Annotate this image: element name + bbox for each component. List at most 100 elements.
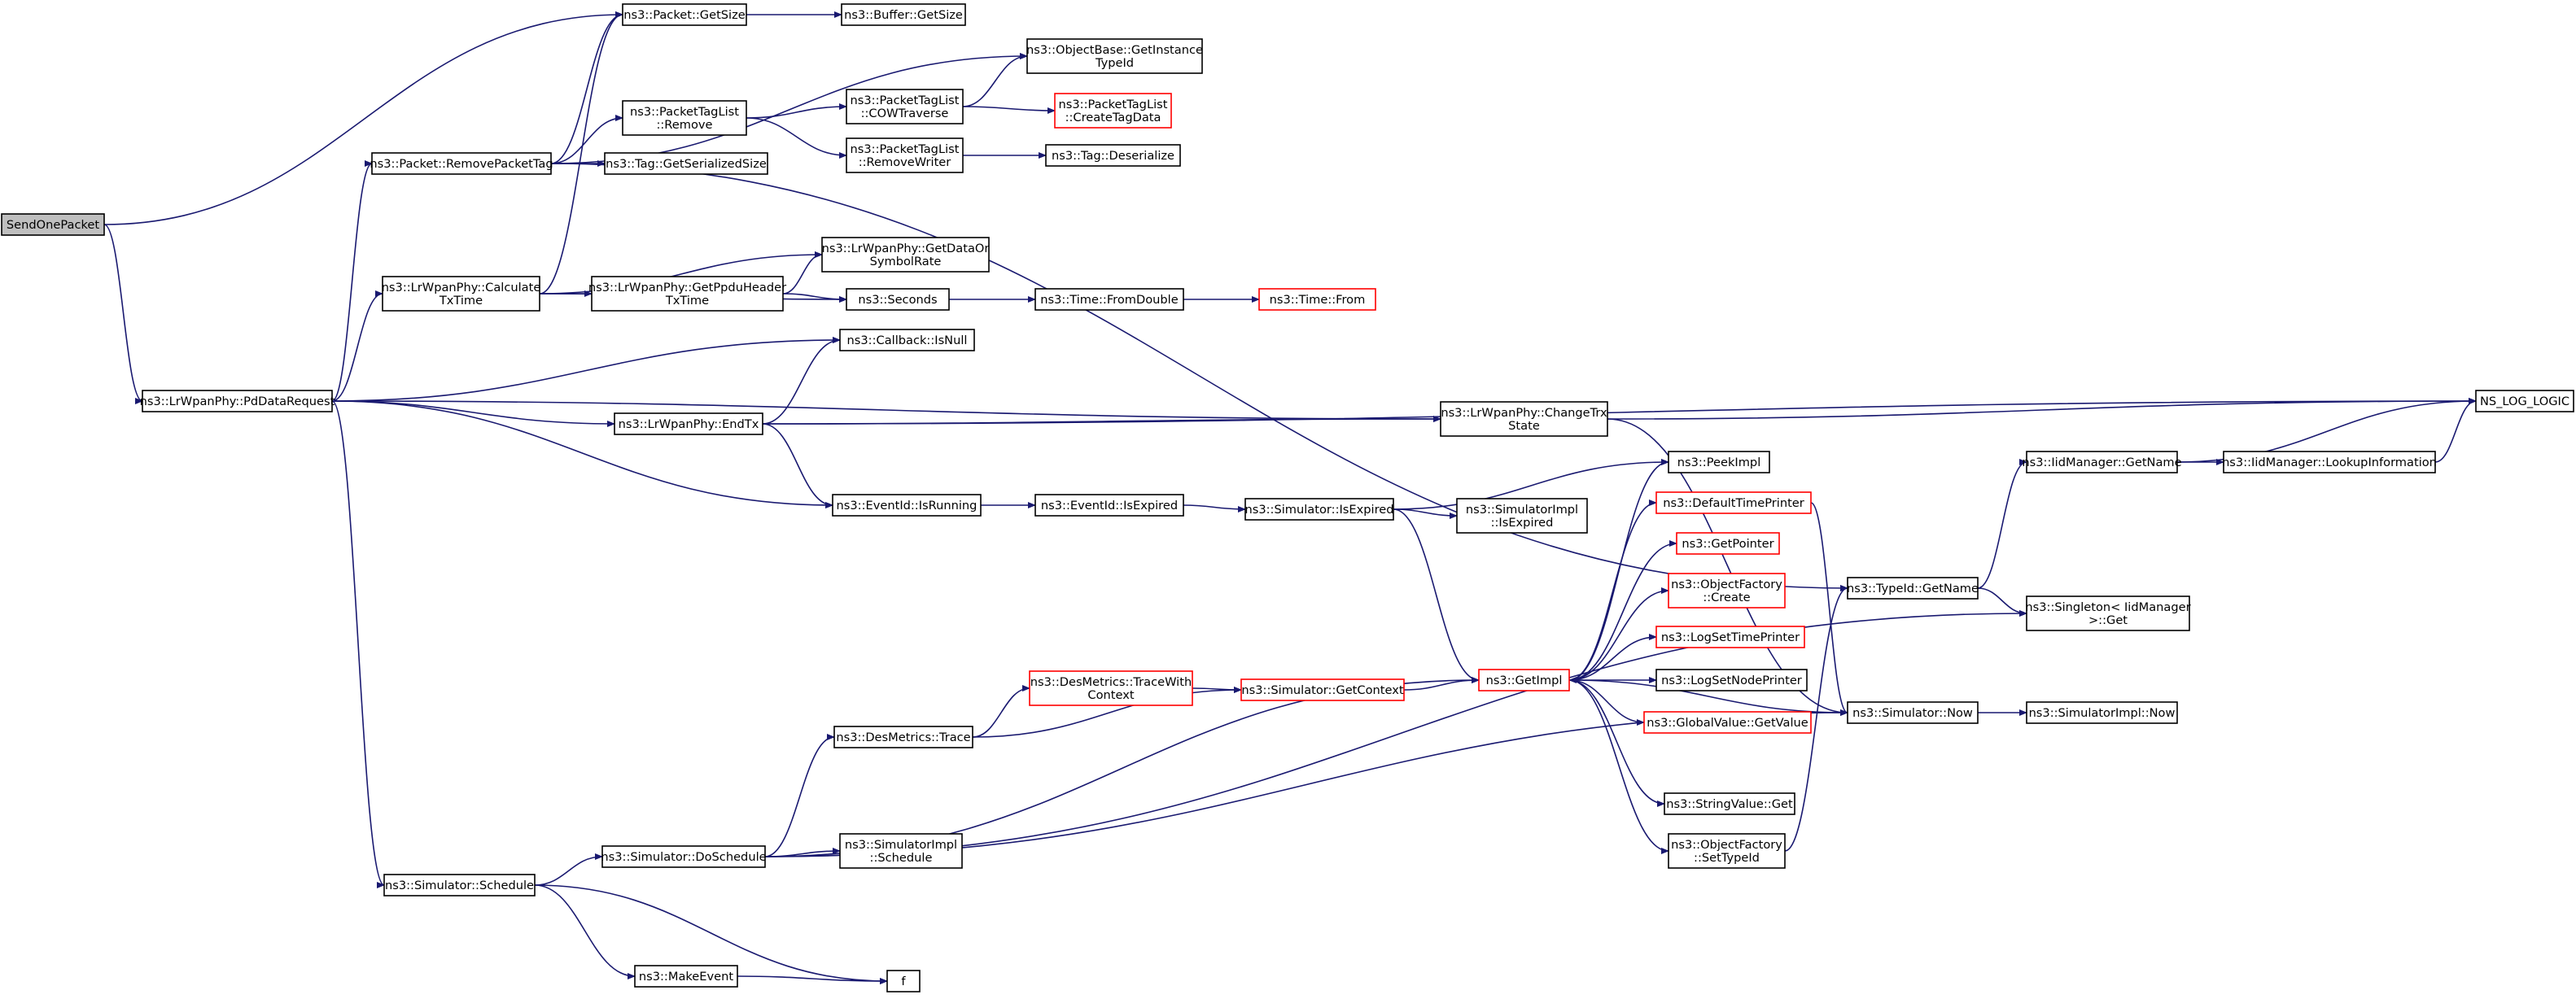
node-ofst[interactable]: ns3::ObjectFactory::SetTypeId <box>1668 833 1786 869</box>
node-mkev[interactable]: ns3::MakeEvent <box>634 965 738 988</box>
edge-tgn-to-imgn <box>1977 459 2027 589</box>
node-ptlrw[interactable]: ns3::PacketTagList::RemoveWriter <box>846 137 964 173</box>
node-ptlcd[interactable]: ns3::PacketTagList::CreateTagData <box>1054 93 1172 129</box>
node-box <box>1034 494 1184 517</box>
node-box <box>2475 390 2574 412</box>
node-simie[interactable]: ns3::SimulatorImpl::IsExpired <box>1456 498 1588 534</box>
node-label: ns3::Buffer::GetSize <box>844 8 963 22</box>
edge-gimpl-to-svg <box>1568 679 1665 807</box>
node-sdos[interactable]: ns3::Simulator::DoSchedule <box>601 845 767 868</box>
node-label: ns3::PacketTagList <box>630 105 739 119</box>
node-box <box>846 89 964 124</box>
node-label: ns3::Callback::IsNull <box>847 334 968 347</box>
node-label: ns3::Time::FromDouble <box>1040 293 1178 307</box>
edge-pd-to-endtx <box>331 400 615 427</box>
node-label: ns3::IidManager::LookupInformation <box>2222 456 2437 469</box>
edge-sdos-to-dmt <box>764 734 835 857</box>
node-label: ns3::EventId::IsExpired <box>1041 499 1178 513</box>
node-label: ns3::LrWpanPhy::Calculate <box>382 281 541 294</box>
node-endtx[interactable]: ns3::LrWpanPhy::EndTx <box>614 412 763 435</box>
node-label: SymbolRate <box>870 255 942 268</box>
node-cbn[interactable]: ns3::Callback::IsNull <box>839 329 975 351</box>
edge-send-to-pgs <box>103 11 623 225</box>
node-box <box>634 965 738 988</box>
node-pkimpl[interactable]: ns3::PeekImpl <box>1668 451 1770 473</box>
node-sgc[interactable]: ns3::Simulator::GetContext <box>1240 678 1405 701</box>
node-nll[interactable]: NS_LOG_LOGIC <box>2475 390 2574 412</box>
node-send[interactable]: SendOnePacket <box>1 213 105 236</box>
edge-sie-to-simie <box>1393 508 1458 519</box>
node-box <box>1244 498 1394 521</box>
node-sie[interactable]: ns3::Simulator::IsExpired <box>1244 498 1394 521</box>
edge-dmt-to-dmtc <box>972 685 1030 738</box>
node-svg[interactable]: ns3::StringValue::Get <box>1664 792 1795 815</box>
node-ptlc[interactable]: ns3::PacketTagList::COWTraverse <box>846 89 964 124</box>
edge-ctt-to-pgs <box>539 11 623 294</box>
node-box <box>604 152 768 175</box>
node-imli[interactable]: ns3::IidManager::LookupInformation <box>2222 451 2437 473</box>
node-sinow[interactable]: ns3::SimulatorImpl::Now <box>2026 701 2178 724</box>
node-label: ::Create <box>1703 591 1750 604</box>
node-label: ns3::StringValue::Get <box>1666 797 1793 811</box>
node-prpt[interactable]: ns3::Packet::RemovePacketTag <box>370 152 553 175</box>
node-box <box>2026 701 2178 724</box>
node-lstp[interactable]: ns3::LogSetTimePrinter <box>1655 626 1805 648</box>
edge-dmt-to-sgc <box>972 687 1242 738</box>
edge-dtp-to-snow <box>1810 502 1848 716</box>
node-dmt[interactable]: ns3::DesMetrics::Trace <box>833 726 973 748</box>
node-sisch[interactable]: ns3::SimulatorImpl::Schedule <box>839 833 963 869</box>
node-box <box>1676 532 1780 555</box>
node-label: State <box>1508 419 1540 433</box>
node-box <box>841 3 966 26</box>
node-box <box>1258 288 1376 311</box>
node-bgs[interactable]: ns3::Buffer::GetSize <box>841 3 966 26</box>
node-snow[interactable]: ns3::Simulator::Now <box>1847 701 1979 724</box>
node-gp[interactable]: ns3::GetPointer <box>1676 532 1780 555</box>
node-label: ::IsExpired <box>1491 516 1554 530</box>
node-tfrom[interactable]: ns3::Time::From <box>1258 288 1376 311</box>
node-label: ns3::LrWpanPhy::EndTx <box>619 417 759 431</box>
node-label: NS_LOG_LOGIC <box>2480 395 2569 408</box>
node-pd[interactable]: ns3::LrWpanPhy::PdDataRequest <box>140 390 335 412</box>
node-eie[interactable]: ns3::EventId::IsExpired <box>1034 494 1184 517</box>
node-gimpl[interactable]: ns3::GetImpl <box>1478 669 1570 691</box>
node-label: ::CreateTagData <box>1065 111 1161 124</box>
node-label: ns3::Seconds <box>858 293 937 307</box>
node-label: ns3::Tag::GetSerializedSize <box>606 157 767 171</box>
node-box <box>614 412 763 435</box>
node-lsnp[interactable]: ns3::LogSetNodePrinter <box>1655 669 1808 691</box>
node-dtp[interactable]: ns3::DefaultTimePrinter <box>1655 491 1812 514</box>
node-gvgv[interactable]: ns3::GlobalValue::GetValue <box>1643 711 1812 734</box>
node-sing[interactable]: ns3::Singleton< IidManager >::Get <box>2025 595 2191 631</box>
node-ptlr[interactable]: ns3::PacketTagList::Remove <box>622 100 747 136</box>
node-ssch[interactable]: ns3::Simulator::Schedule <box>383 874 536 896</box>
edge-gimpl-to-ofst <box>1568 679 1669 854</box>
node-label: ns3::DefaultTimePrinter <box>1663 496 1804 510</box>
edge-send-to-pd <box>103 224 143 404</box>
node-tfd[interactable]: ns3::Time::FromDouble <box>1034 288 1184 311</box>
node-label: ns3::SimulatorImpl <box>845 838 957 852</box>
node-label: ::Schedule <box>870 851 933 865</box>
edge-ptlc-to-ptlcd <box>962 106 1056 114</box>
node-label: ns3::Packet::GetSize <box>623 8 746 22</box>
node-pgs[interactable]: ns3::Packet::GetSize <box>622 3 747 26</box>
node-label: ns3::MakeEvent <box>639 970 734 984</box>
node-imgn[interactable]: ns3::IidManager::GetName <box>2022 451 2182 473</box>
node-sec[interactable]: ns3::Seconds <box>846 288 950 311</box>
node-box <box>1643 711 1812 734</box>
node-ofc[interactable]: ns3::ObjectFactory::Create <box>1668 573 1786 609</box>
node-tgss[interactable]: ns3::Tag::GetSerializedSize <box>604 152 768 175</box>
node-box <box>1847 701 1979 724</box>
node-eir[interactable]: ns3::EventId::IsRunning <box>832 494 982 517</box>
node-tdes[interactable]: ns3::Tag::Deserialize <box>1045 144 1181 167</box>
edge-endtx-to-eir <box>762 423 833 508</box>
node-tgn[interactable]: ns3::TypeId::GetName <box>1847 577 1979 600</box>
edge-cts-to-snow <box>1607 418 1848 716</box>
node-f[interactable]: f <box>886 970 921 992</box>
